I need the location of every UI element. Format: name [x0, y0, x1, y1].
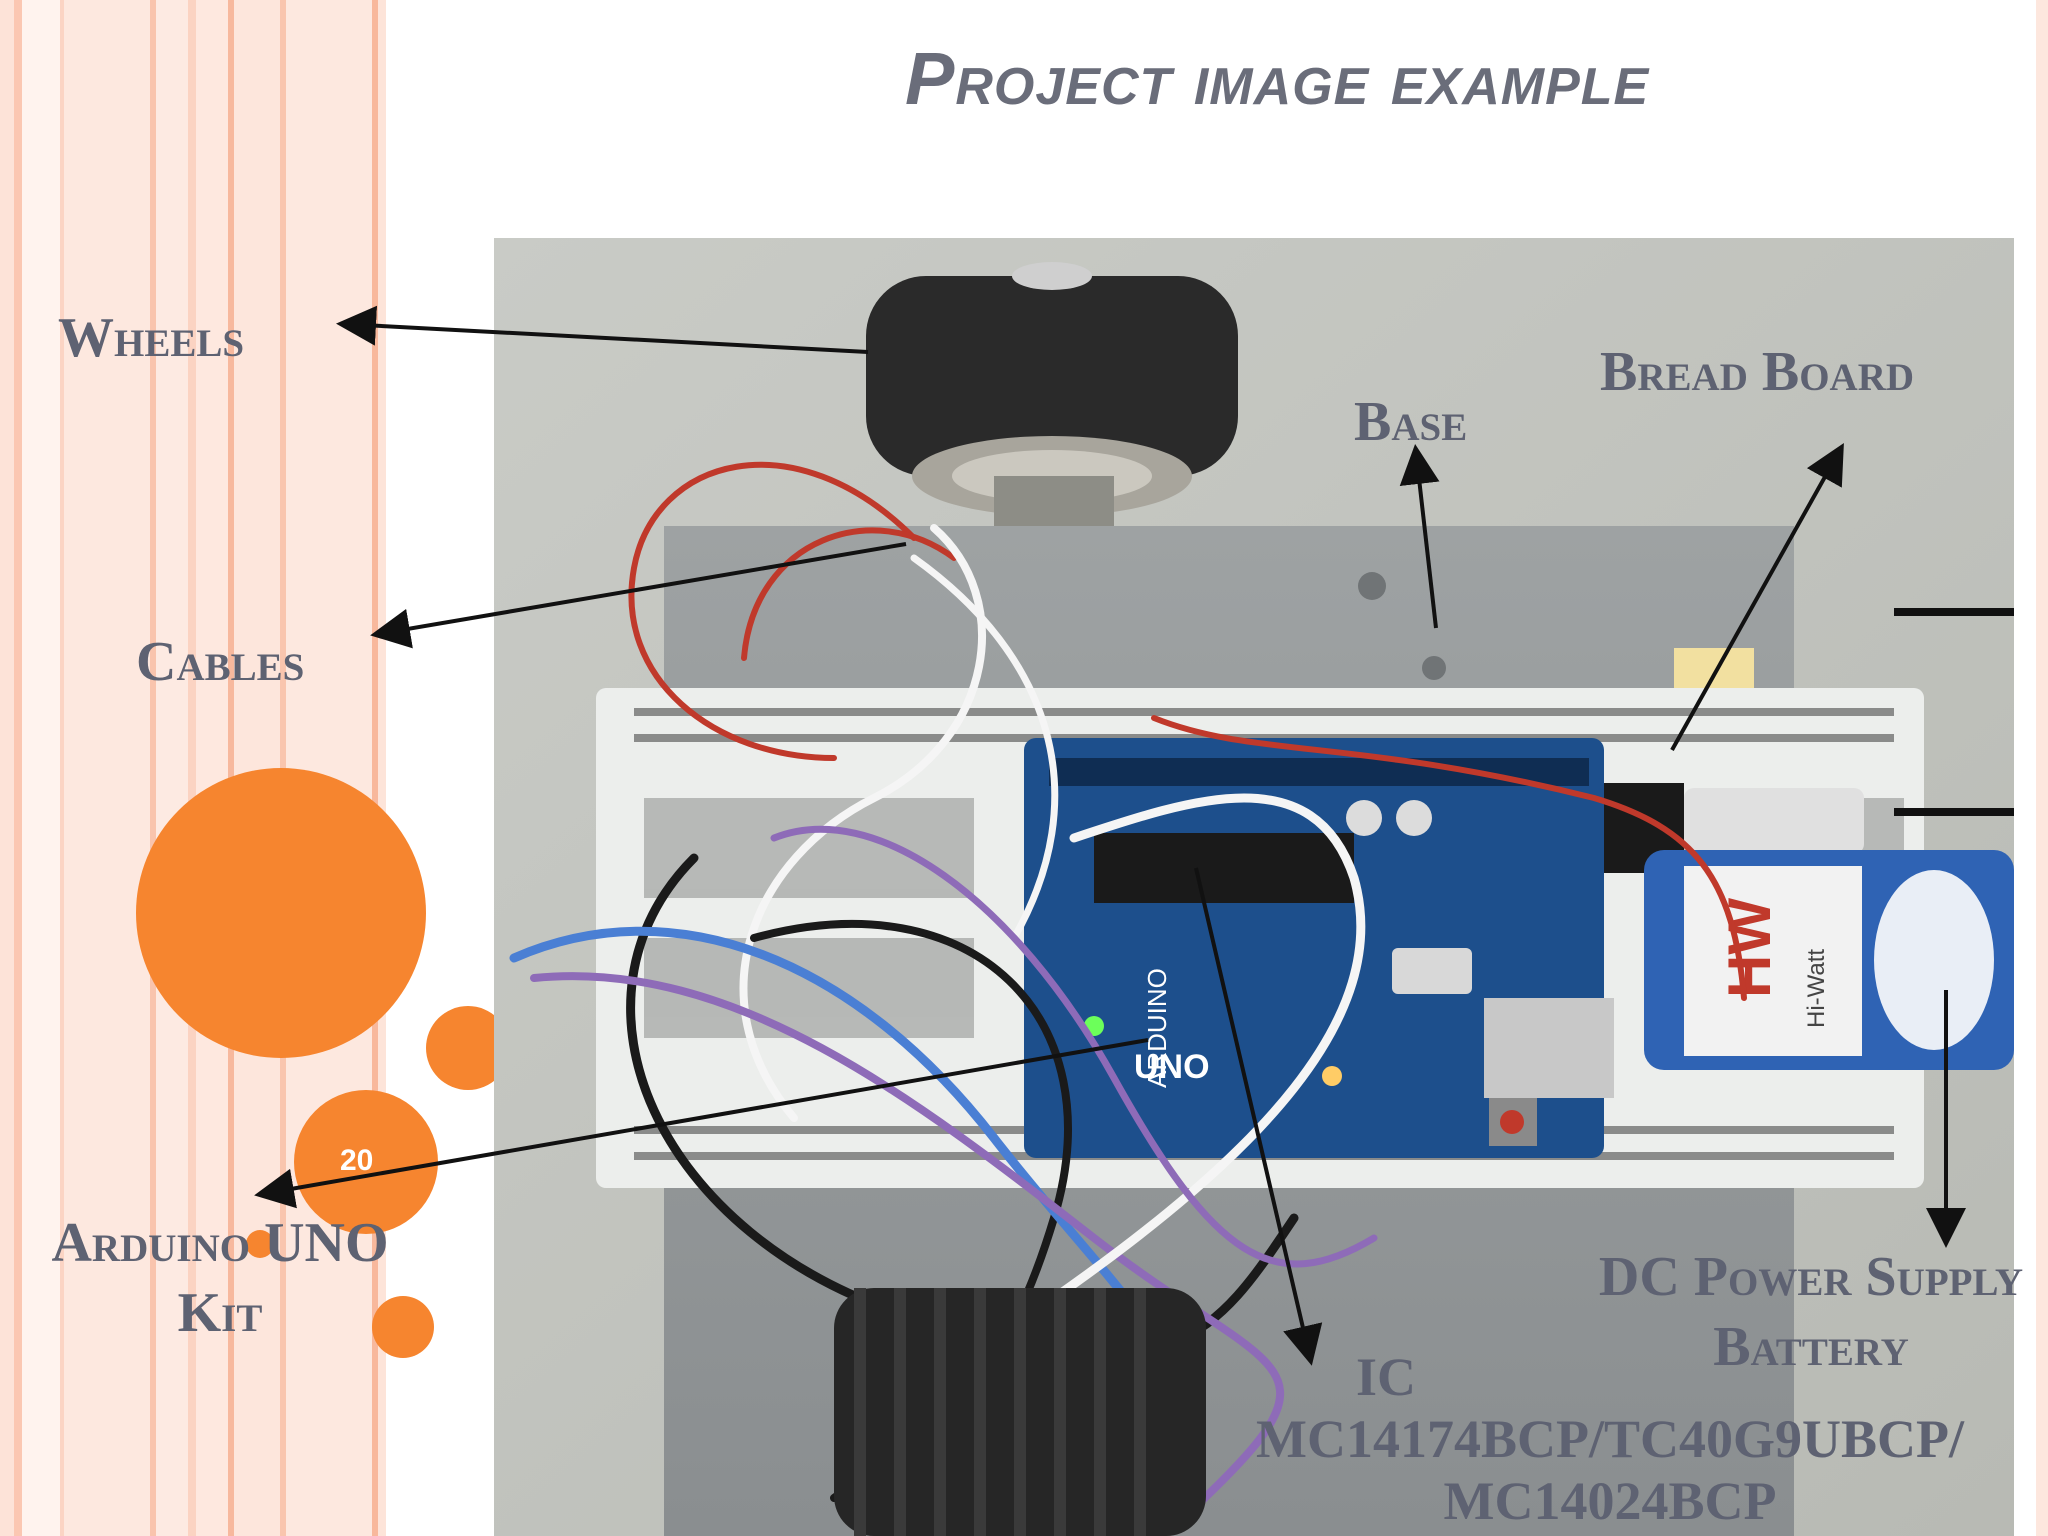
label-dc-line1: DC Power Supply [1598, 1246, 2024, 1308]
label-cables: Cables [136, 631, 305, 693]
tiny-orange-circle [246, 1230, 274, 1258]
label-ic-line1: IC [1356, 1347, 1417, 1407]
right-edge-stripe [2036, 0, 2048, 1536]
label-arduino-line2: Kit [177, 1282, 263, 1344]
label-ic-line2: MC14174BCP/TC40G9UBCP/ [1256, 1409, 1964, 1469]
label-wheels: Wheels [58, 307, 245, 369]
label-ic-line3: MC14024BCP [1443, 1471, 1777, 1531]
label-bread-board: Bread Board [1600, 341, 1915, 403]
bottom-wheel [834, 1288, 1206, 1536]
label-dc-line2: Battery [1713, 1316, 1909, 1378]
label-base: Base [1354, 391, 1468, 453]
large-orange-circle [136, 768, 426, 1058]
slide-title: Project image example [905, 37, 1650, 120]
label-ic: IC MC14174BCP/TC40G9UBCP/ MC14024BCP [1220, 1346, 2000, 1532]
label-dc-power-supply: DC Power Supply Battery [1574, 1242, 2048, 1382]
decorative-stripes [0, 0, 400, 1536]
battery-name-text: Hi-Watt [1803, 949, 1830, 1028]
label-arduino-line1: Arduino UNO [51, 1212, 389, 1274]
top-wheel [866, 262, 1238, 546]
small-orange-circle-bottom [372, 1296, 434, 1358]
board-model-text: UNO [1134, 1048, 1210, 1086]
label-arduino-uno-kit: Arduino UNO Kit [20, 1208, 420, 1348]
page-number: 20 [340, 1144, 374, 1177]
